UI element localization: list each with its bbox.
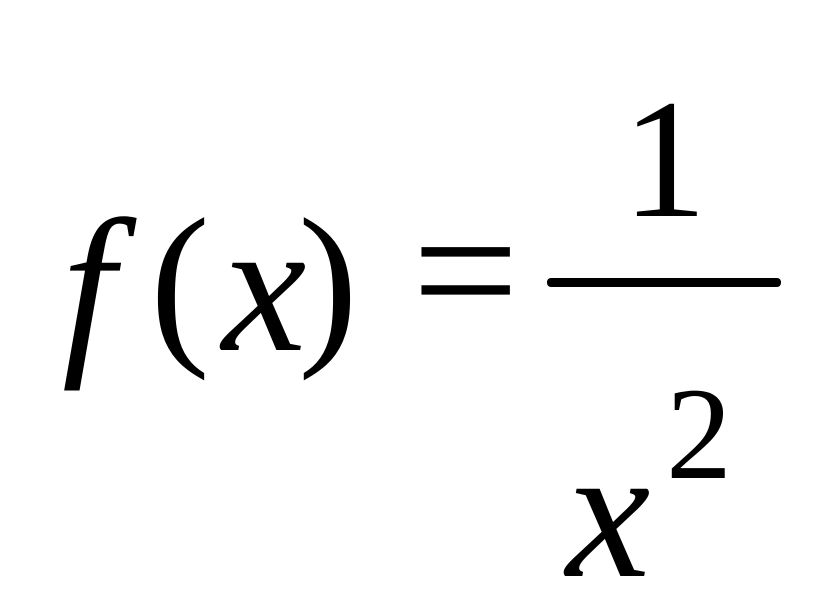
fraction-numerator: 1 bbox=[622, 65, 707, 253]
open-parenthesis: ( bbox=[150, 182, 210, 381]
denominator-exponent: 2 bbox=[666, 360, 732, 507]
close-parenthesis: ) bbox=[298, 182, 358, 381]
equals-sign: = bbox=[412, 166, 520, 376]
denominator-variable: x bbox=[566, 408, 651, 612]
function-name: f bbox=[62, 182, 115, 392]
function-variable: x bbox=[222, 182, 307, 392]
fraction-bar bbox=[547, 278, 781, 287]
